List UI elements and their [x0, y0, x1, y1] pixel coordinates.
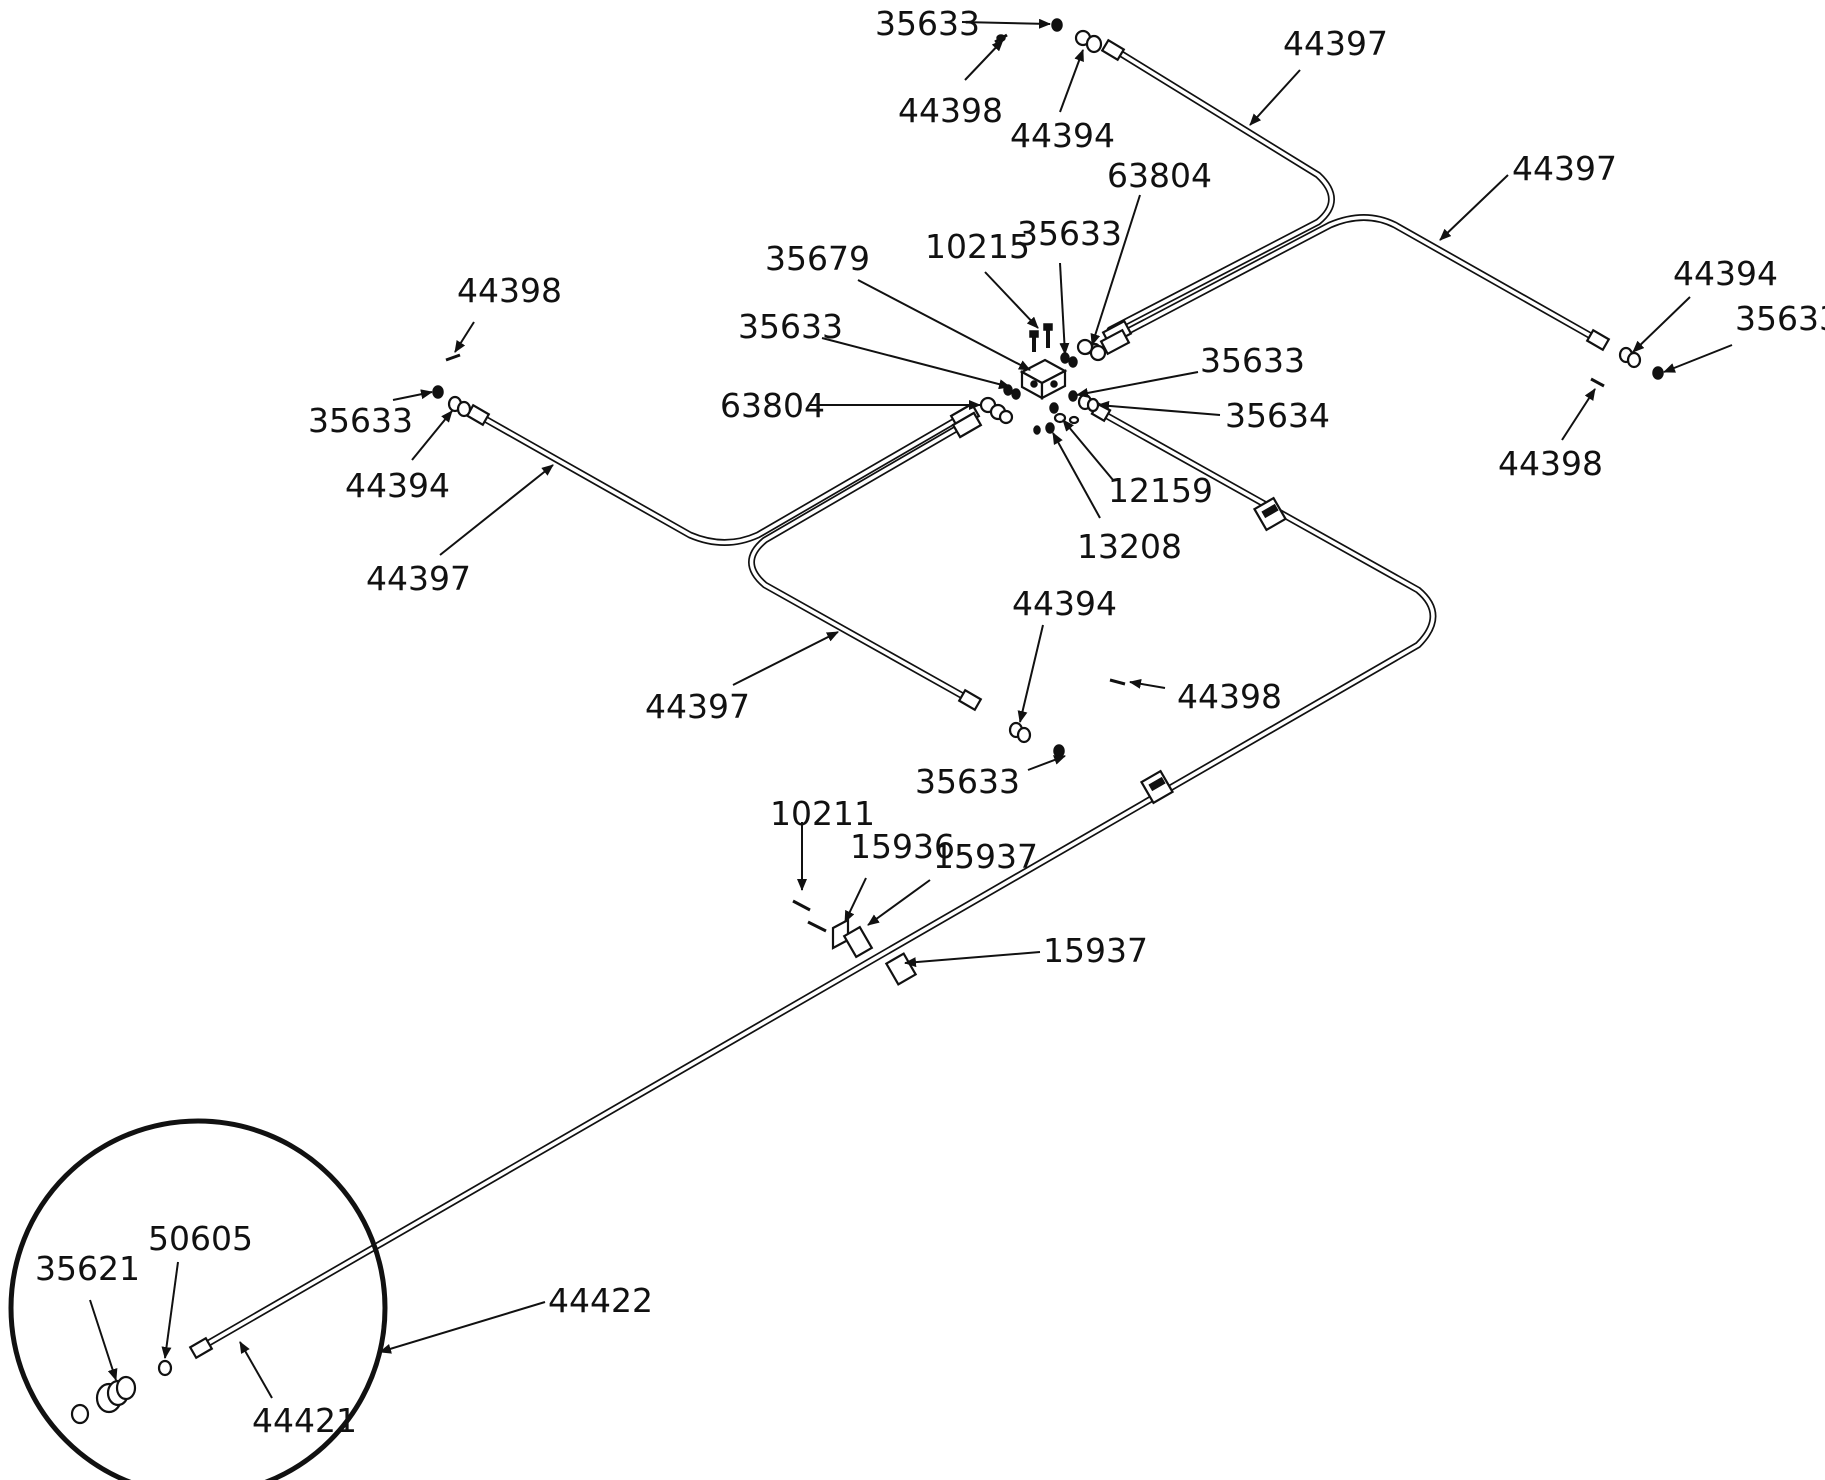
label-bracket-15936: 15936 — [850, 827, 955, 866]
label-top-44397: 44397 — [1283, 24, 1388, 63]
label-bracket-15937: 15937 — [933, 837, 1038, 876]
hose-right-44397 — [1111, 214, 1602, 344]
label-left-35633: 35633 — [308, 401, 413, 440]
label-top-44394: 44394 — [1010, 116, 1115, 155]
label-right-44398: 44398 — [1498, 444, 1603, 483]
label-left-44397: 44397 — [366, 559, 471, 598]
hose-top-44397 — [1106, 46, 1335, 334]
label-lower-44398: 44398 — [1177, 677, 1282, 716]
label-center-12159: 12159 — [1108, 471, 1213, 510]
label-detail-50605: 50605 — [148, 1219, 253, 1258]
right-fittings — [1590, 346, 1664, 388]
label-lower-44394: 44394 — [1012, 584, 1117, 623]
label-top-35633: 35633 — [875, 4, 980, 43]
label-right-44394: 44394 — [1673, 254, 1778, 293]
leader-lines — [89, 18, 1733, 1399]
label-center-35634: 35634 — [1225, 396, 1330, 435]
bracket-parts — [792, 899, 918, 986]
left-fittings — [432, 353, 472, 418]
fittings-63804 — [979, 338, 1107, 425]
lower-fittings — [1008, 678, 1126, 758]
label-detail-44421: 44421 — [252, 1401, 357, 1440]
hose-clamps — [1139, 496, 1288, 805]
hose-main-44421 — [196, 408, 1437, 1352]
label-center-35679: 35679 — [765, 239, 870, 278]
label-center-63804-left: 63804 — [720, 386, 825, 425]
label-clamp-15937: 15937 — [1043, 931, 1148, 970]
label-detail-35621: 35621 — [35, 1249, 140, 1288]
label-center-35633-left: 35633 — [738, 307, 843, 346]
detail-parts — [70, 1359, 173, 1425]
hose-left-44397 — [474, 411, 969, 546]
label-top-44398: 44398 — [898, 91, 1003, 130]
manifold-block — [1019, 358, 1068, 400]
label-bracket-10211: 10211 — [770, 794, 875, 833]
label-detail-44422: 44422 — [548, 1281, 653, 1320]
top-fittings — [994, 18, 1103, 54]
label-lower-35633: 35633 — [915, 762, 1020, 801]
label-center-10215: 10215 — [925, 227, 1030, 266]
label-right-35633: 35633 — [1735, 299, 1825, 338]
label-center-63804-top: 63804 — [1107, 156, 1212, 195]
label-center-35633-right: 35633 — [1200, 341, 1305, 380]
hose-fittings — [188, 38, 1611, 1360]
detail-circle — [8, 1118, 388, 1480]
hose-lower-44397 — [748, 418, 974, 704]
bolts-10215 — [1029, 323, 1053, 352]
label-left-44398: 44398 — [457, 271, 562, 310]
part-labels: 35633 44398 44394 44397 44397 63804 3563… — [35, 4, 1825, 1440]
label-lower-44397: 44397 — [645, 687, 750, 726]
label-left-44394: 44394 — [345, 466, 450, 505]
label-center-35633-top: 35633 — [1017, 214, 1122, 253]
label-right-44397: 44397 — [1512, 149, 1617, 188]
label-center-13208: 13208 — [1077, 527, 1182, 566]
